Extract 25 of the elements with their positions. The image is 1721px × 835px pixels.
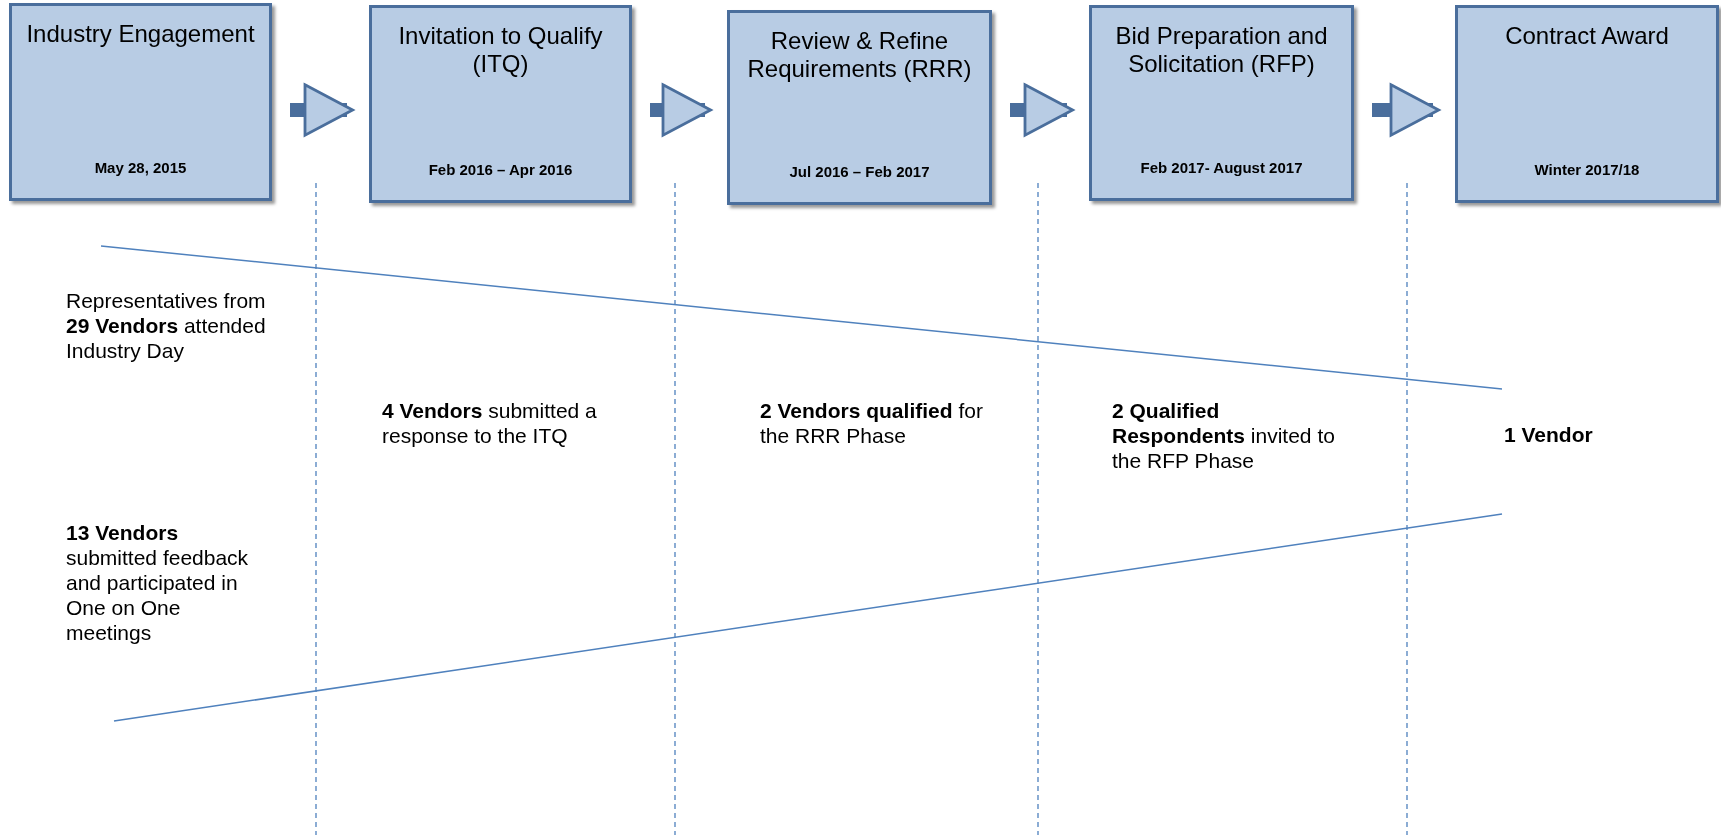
arrow (290, 83, 354, 137)
note-text: 13 Vendors submitted feedback and participated in One on One meetings (66, 520, 250, 645)
phase-title: Review & Refine Requirements (RRR) (746, 27, 973, 83)
process-box (727, 10, 992, 205)
note-text: 2 Vendors qualified for the RRR Phase (760, 398, 984, 448)
date-range: Feb 2016 – Apr 2016 (427, 161, 574, 178)
date-range: Jul 2016 – Feb 2017 (788, 163, 931, 180)
phase-title: Bid Preparation and Solicitation (RFP) (1114, 22, 1329, 78)
note-text: 4 Vendors submitted a response to the ITQ (382, 398, 598, 448)
phase-title: Invitation to Qualify (ITQ) (397, 22, 604, 78)
date-range: Winter 2017/18 (1533, 161, 1641, 178)
phase-title: Contract Award (1504, 22, 1670, 50)
phase-title: Industry Engagement (25, 20, 256, 48)
date-range: Feb 2017- August 2017 (1139, 159, 1304, 176)
process-box (1089, 5, 1354, 201)
note-text: 1 Vendor (1504, 422, 1594, 447)
note-text: 2 Qualified Respondents invited to the RFP Phase (1112, 398, 1336, 473)
date-range: May 28, 2015 (93, 159, 188, 176)
arrow (1010, 83, 1074, 137)
process-box (1455, 5, 1719, 203)
arrow (650, 83, 712, 137)
process-box (9, 3, 272, 201)
note-text: Representatives from 29 Vendors attended Industry Day (66, 288, 267, 363)
arrow (1372, 83, 1440, 137)
process-box (369, 5, 632, 203)
